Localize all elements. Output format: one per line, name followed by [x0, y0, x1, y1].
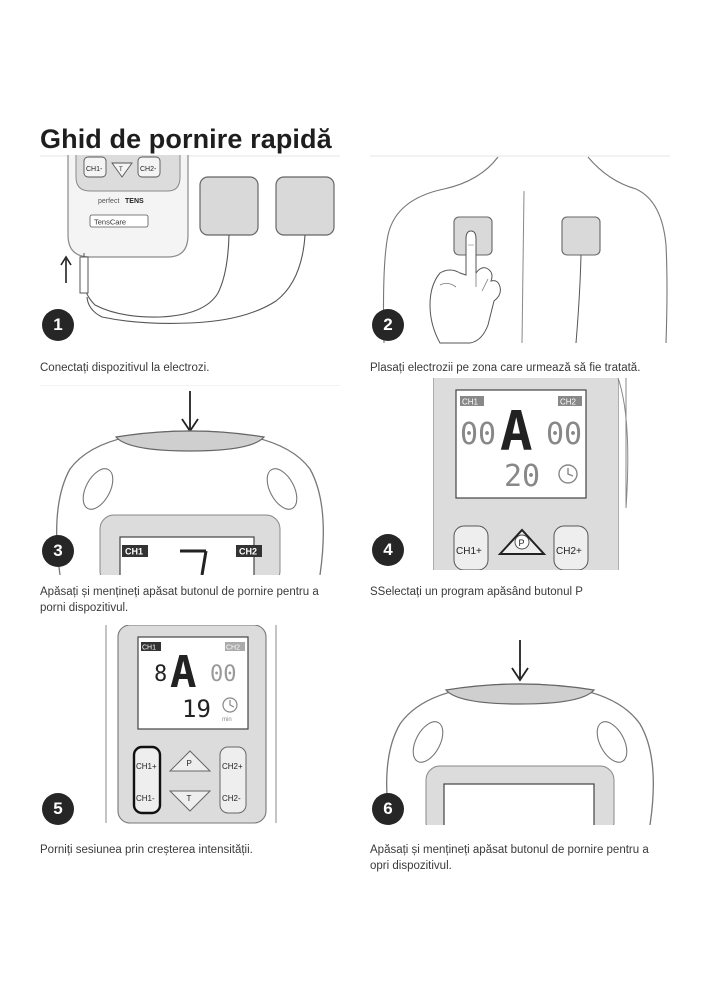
p-button-label-5: P — [187, 759, 192, 768]
step-5-badge: 5 — [42, 793, 74, 825]
ch2-minus-label: CH2- — [140, 166, 157, 173]
ch1-minus-label-5: CH1- — [136, 794, 155, 803]
lcd4-right-intensity: 00 — [546, 417, 582, 452]
ch1-plus-label: CH1+ — [456, 546, 482, 557]
lcd5-timer-unit: min — [222, 717, 232, 723]
lcd5-ch1-tag: CH1 — [142, 645, 156, 652]
step-6-illustration: 6 — [370, 640, 670, 825]
step-1-caption: Conectați dispozitivul la electrozi. — [40, 362, 210, 374]
lcd4-left-intensity: 00 — [460, 417, 496, 452]
maker-logo: TensCare — [94, 218, 126, 227]
brand-name: TENS — [125, 198, 144, 205]
lcd4-timer: 20 — [504, 459, 540, 494]
ch1-tag: CH1 — [125, 547, 143, 557]
lcd4-ch2-tag: CH2 — [560, 398, 577, 407]
step-6-badge: 6 — [372, 793, 404, 825]
lcd5-right-intensity: 00 — [210, 662, 237, 687]
lcd5-ch2-tag: CH2 — [226, 645, 240, 652]
t-button-label: T — [119, 167, 123, 173]
step-4-caption: SSelectați un program apăsând butonul P — [370, 586, 583, 598]
step-2-illustration: 2 — [370, 155, 670, 345]
ch2-plus-label-5: CH2+ — [222, 762, 243, 771]
step-5-illustration: CH1 CH2 8 A 00 19 min CH1+ CH1- P T CH2+… — [40, 625, 340, 825]
step-4-illustration: CH1 CH2 00 A 00 20 CH1+ P CH2+ 4 — [370, 378, 670, 570]
page-title: Ghid de pornire rapidă — [40, 124, 332, 154]
step-5-caption: Porniți sesiunea prin creșterea intensit… — [40, 844, 253, 856]
step-1-illustration: CH1- T CH2- perfect TENS TensCare 1 — [40, 155, 340, 345]
step-3-badge: 3 — [42, 535, 74, 567]
ch2-tag: CH2 — [239, 547, 257, 557]
step-2-badge: 2 — [372, 309, 404, 341]
step-6-caption: Apăsați și mențineți apăsat butonul de p… — [370, 844, 649, 872]
ch1-plus-label-5: CH1+ — [136, 762, 157, 771]
step-1-badge: 1 — [42, 309, 74, 341]
p-button-label: P — [519, 538, 525, 548]
t-button-label-5: T — [187, 794, 192, 803]
ch2-minus-label-5: CH2- — [222, 794, 241, 803]
lcd5-program: A — [170, 647, 197, 698]
ch1-minus-label: CH1- — [86, 166, 103, 173]
step-4-badge: 4 — [372, 534, 404, 566]
step-3-illustration: CH1 CH2 3 — [40, 385, 340, 575]
lcd5-left-intensity: 8 — [154, 662, 167, 687]
step-3-caption: Apăsați și mențineți apăsat butonul de p… — [40, 586, 319, 614]
lcd4-program: A — [500, 400, 533, 463]
ch2-plus-label: CH2+ — [556, 546, 582, 557]
brand-prefix: perfect — [98, 198, 119, 205]
lcd4-ch1-tag: CH1 — [462, 398, 479, 407]
lcd5-timer: 19 — [182, 695, 211, 723]
step-2-caption: Plasați electrozii pe zona care urmează … — [370, 362, 641, 374]
